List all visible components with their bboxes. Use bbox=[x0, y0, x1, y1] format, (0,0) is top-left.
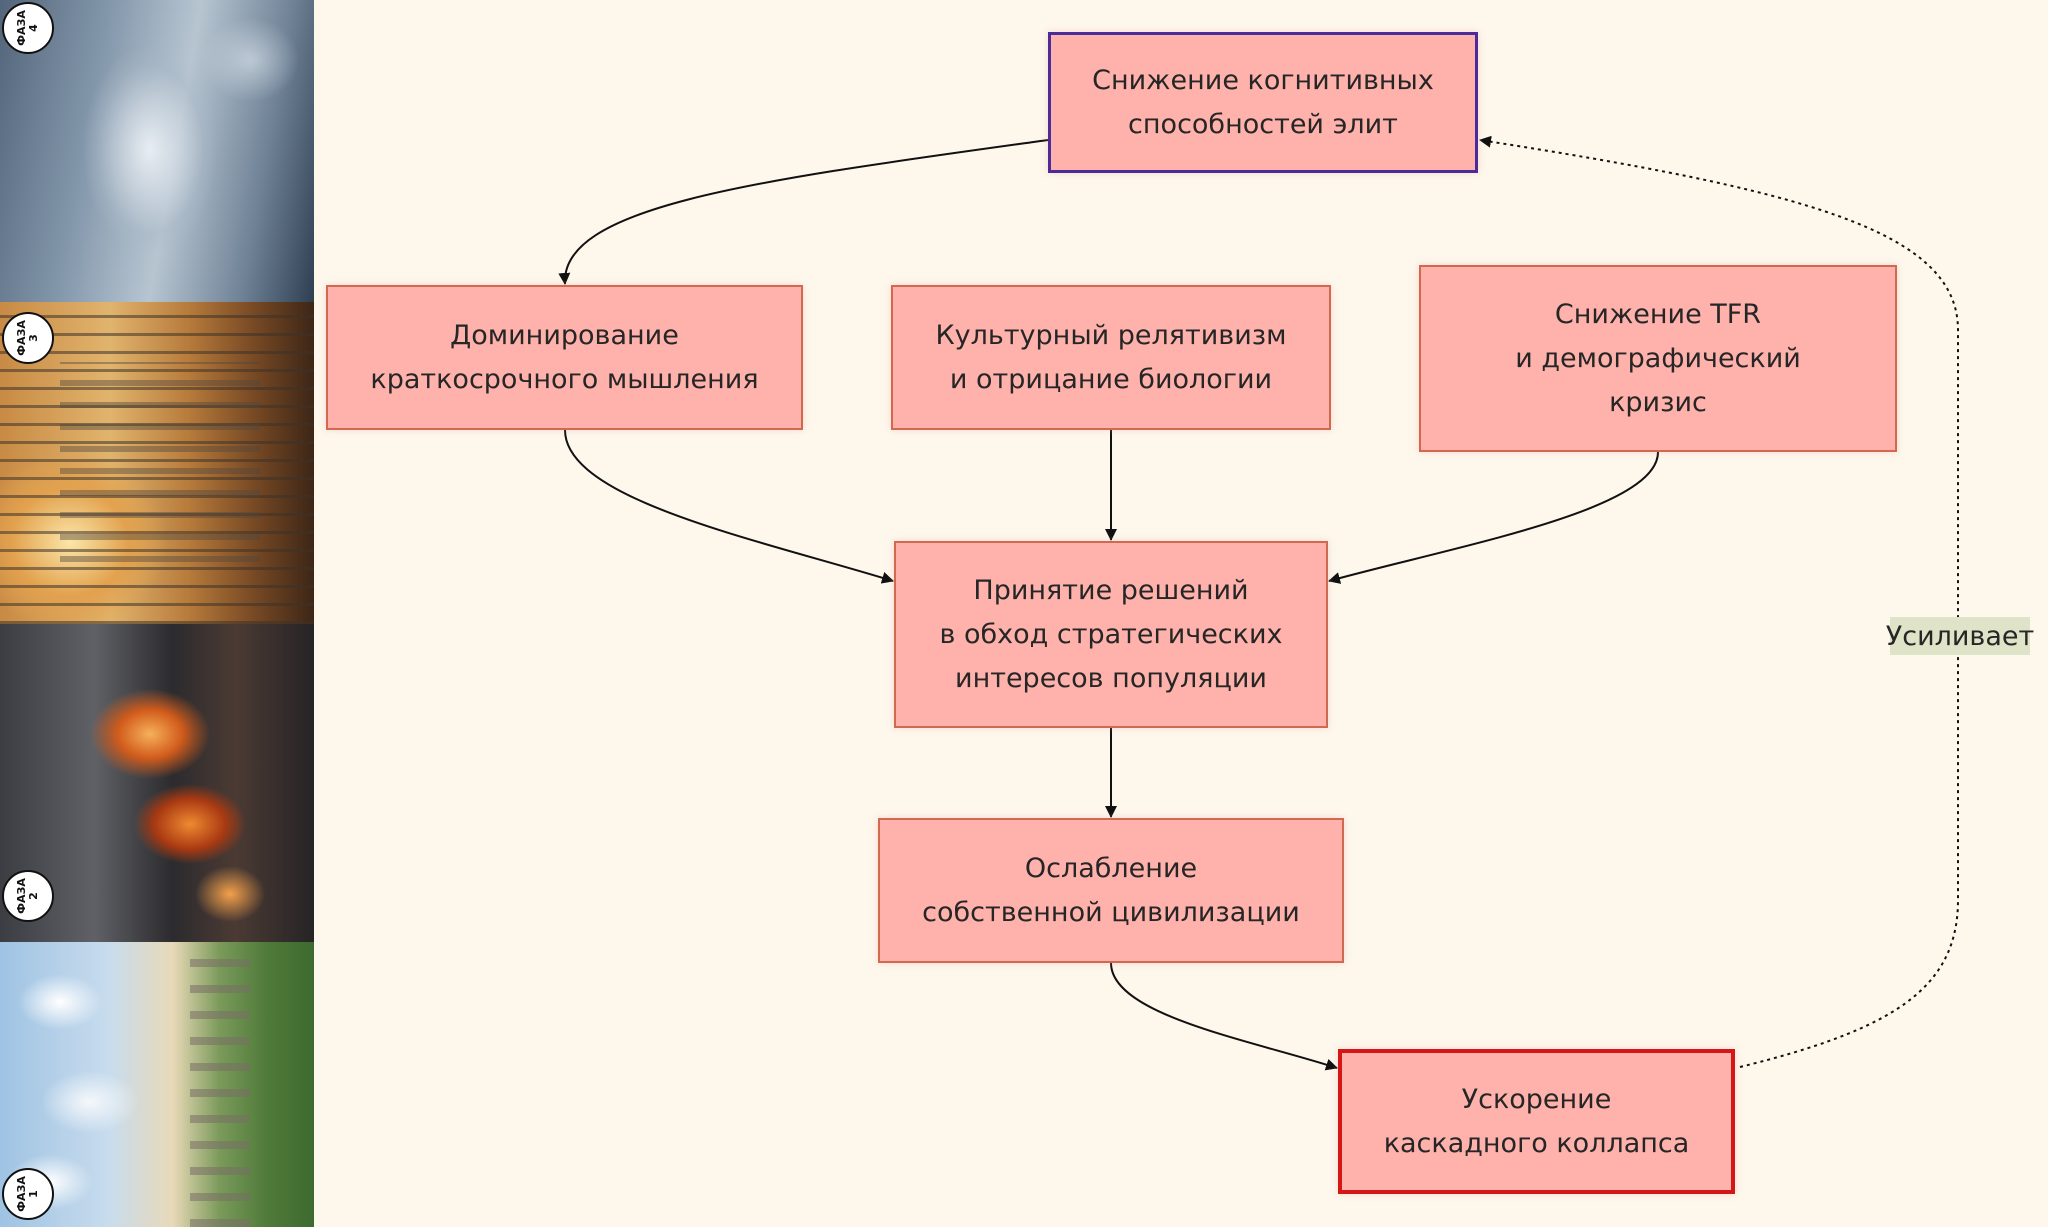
node-short-term-thinking-text: Доминирование краткосрочного мышления bbox=[370, 319, 759, 395]
edge-tfr-to-decision bbox=[1328, 451, 1659, 584]
phase-3-image bbox=[0, 302, 314, 624]
node-cultural-relativism-text: Культурный релятивизм и отрицание биолог… bbox=[935, 319, 1287, 395]
node-elite-cognitive-decline-text: Снижение когнитивных способностей элит bbox=[1092, 64, 1434, 140]
node-civilization-weakening-text: Ослабление собственной цивилизации bbox=[922, 852, 1300, 928]
node-elite-cognitive-decline: Снижение когнитивных способностей элит bbox=[1048, 32, 1478, 173]
phase-1-image bbox=[0, 942, 314, 1227]
node-cultural-relativism: Культурный релятивизм и отрицание биолог… bbox=[891, 285, 1331, 430]
node-tfr-decline: Снижение TFR и демографический кризис bbox=[1419, 265, 1897, 452]
node-civilization-weakening: Ослабление собственной цивилизации bbox=[878, 818, 1344, 963]
node-decision-making: Принятие решений в обход стратегических … bbox=[894, 541, 1328, 728]
node-short-term-thinking: Доминирование краткосрочного мышления bbox=[326, 285, 803, 430]
edge-feedback-dotted bbox=[1479, 135, 1959, 1068]
phase-4-image bbox=[0, 0, 314, 302]
edge-weakening-to-acceleration bbox=[1110, 962, 1338, 1071]
edge-top-to-short bbox=[558, 139, 1049, 285]
node-cascade-collapse: Ускорение каскадного коллапса bbox=[1338, 1049, 1735, 1194]
node-tfr-decline-text: Снижение TFR и демографический кризис bbox=[1515, 298, 1801, 418]
edge-short-to-decision bbox=[564, 429, 894, 584]
node-cascade-collapse-text: Ускорение каскадного коллапса bbox=[1383, 1083, 1690, 1159]
feedback-edge-label: Усиливает bbox=[1886, 617, 2034, 655]
node-decision-making-text: Принятие решений в обход стратегических … bbox=[939, 574, 1283, 694]
